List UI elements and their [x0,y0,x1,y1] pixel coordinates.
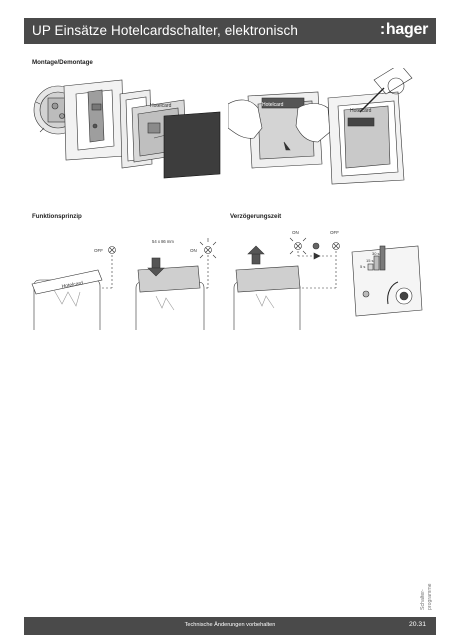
header-bar: UP Einsätze Hotelcardschalter, elektroni… [24,18,436,44]
side-tab-line1: Schalter- [420,589,426,610]
footer-bar: Technische Änderungen vorbehalten 20.31 [24,617,436,635]
side-tab: Schalter- programme [414,560,452,610]
delay-time-15s: 15 s [366,258,374,263]
side-tab-line2: programme [427,583,433,610]
page-number: 20.31 [408,621,426,628]
mount-card-slot-label: Hotelcard [150,103,172,109]
logo-mark: : [379,21,385,38]
section-function-label: Funktionsprinzip [32,213,82,220]
hager-logo: :hager [380,21,428,39]
delay-time-30s: 30 s [372,251,380,256]
mounting-hands-illustration: Hotelcard Hotelcard [228,68,413,185]
delay-time-5s: 5 s [360,264,365,269]
mounting-exploded-illustration: Hotelcard [33,79,221,179]
delay-off-label: OFF [330,230,339,235]
footer-note: Technische Änderungen vorbehalten [184,622,276,628]
section-mounting-label: Montage/Demontage [32,59,93,66]
delay-time-illustration: ON OFF 5 s 15 s 30 s [233,230,423,330]
mount-card-label-left: Hotelcard [262,102,284,108]
function-card-size-label: 54 x 86 mm [152,239,174,244]
page-title: UP Einsätze Hotelcardschalter, elektroni… [32,23,298,38]
function-principle-illustration: Hotelcard OFF 54 x 86 mm ON [31,238,217,330]
function-off-label: OFF [94,248,103,253]
logo-text: hager [385,21,428,38]
section-delay-label: Verzögerungszeit [230,213,282,220]
delay-on-label: ON [292,230,299,235]
function-on-label: ON [190,248,197,253]
mount-card-label-right: Hotelcard [350,108,372,114]
function-card-label: Hotelcard [61,280,83,290]
